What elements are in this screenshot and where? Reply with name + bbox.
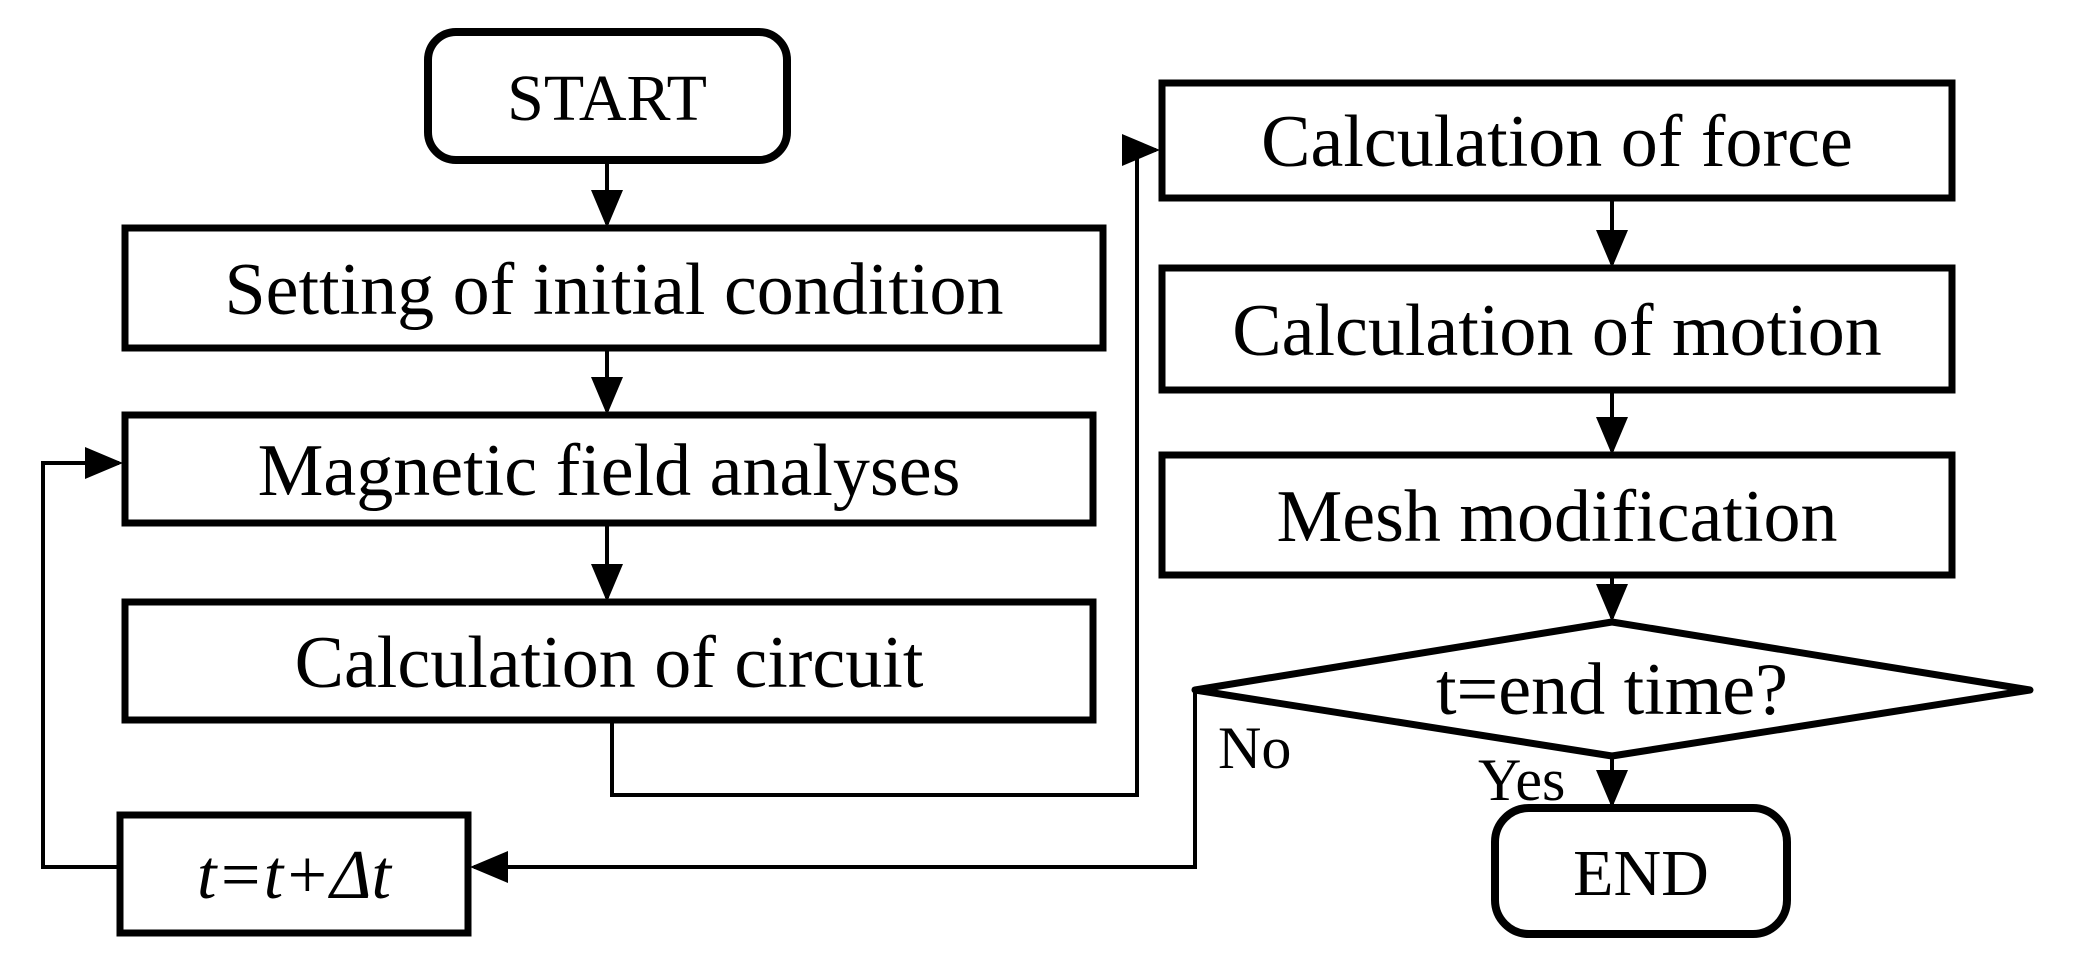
mesh-label: Mesh modification: [1276, 476, 1837, 558]
node-start: START: [424, 28, 791, 164]
edge-circuit-to-force: [610, 134, 1160, 797]
setting-label: Setting of initial condition: [225, 249, 1004, 331]
timestep-label: t=t+Δt: [197, 837, 392, 914]
node-calculation-of-motion: Calculation of motion: [1158, 264, 1956, 394]
node-mesh-modification: Mesh modification: [1158, 451, 1956, 579]
decision-no-branch-label: No: [1218, 715, 1291, 781]
timestep-process-shape: [116, 811, 472, 937]
edge-decision-no-to-timestep: [470, 690, 1197, 883]
circuit-label: Calculation of circuit: [295, 622, 924, 704]
circuit-process-shape: [121, 598, 1097, 724]
node-setting-initial-condition: Setting of initial condition: [121, 224, 1107, 352]
end-terminator-shape: [1491, 804, 1791, 938]
force-process-shape: [1158, 79, 1956, 202]
node-calculation-of-circuit: Calculation of circuit: [121, 598, 1097, 724]
motion-process-shape: [1158, 264, 1956, 394]
end-label: END: [1573, 837, 1709, 910]
node-calculation-of-force: Calculation of force: [1158, 79, 1956, 202]
motion-label: Calculation of motion: [1232, 290, 1881, 372]
start-terminator-shape: [424, 28, 791, 164]
node-time-step: t=t+Δt: [116, 811, 472, 937]
mesh-process-shape: [1158, 451, 1956, 579]
magnetic-process-shape: [121, 411, 1097, 527]
magnetic-label: Magnetic field analyses: [258, 430, 961, 512]
force-label: Calculation of force: [1261, 101, 1853, 183]
decision-yes-branch-label: Yes: [1478, 747, 1565, 813]
decision-diamond-shape: [1191, 618, 2034, 760]
setting-process-shape: [121, 224, 1107, 352]
decision-label: t=end time?: [1436, 649, 1788, 731]
edge-timestep-loop-to-magnetic: [41, 447, 123, 869]
start-label: START: [507, 62, 707, 135]
node-magnetic-field-analyses: Magnetic field analyses: [121, 411, 1097, 527]
node-end: END: [1491, 804, 1791, 938]
node-decision-end-time: t=end time?: [1191, 618, 2034, 760]
